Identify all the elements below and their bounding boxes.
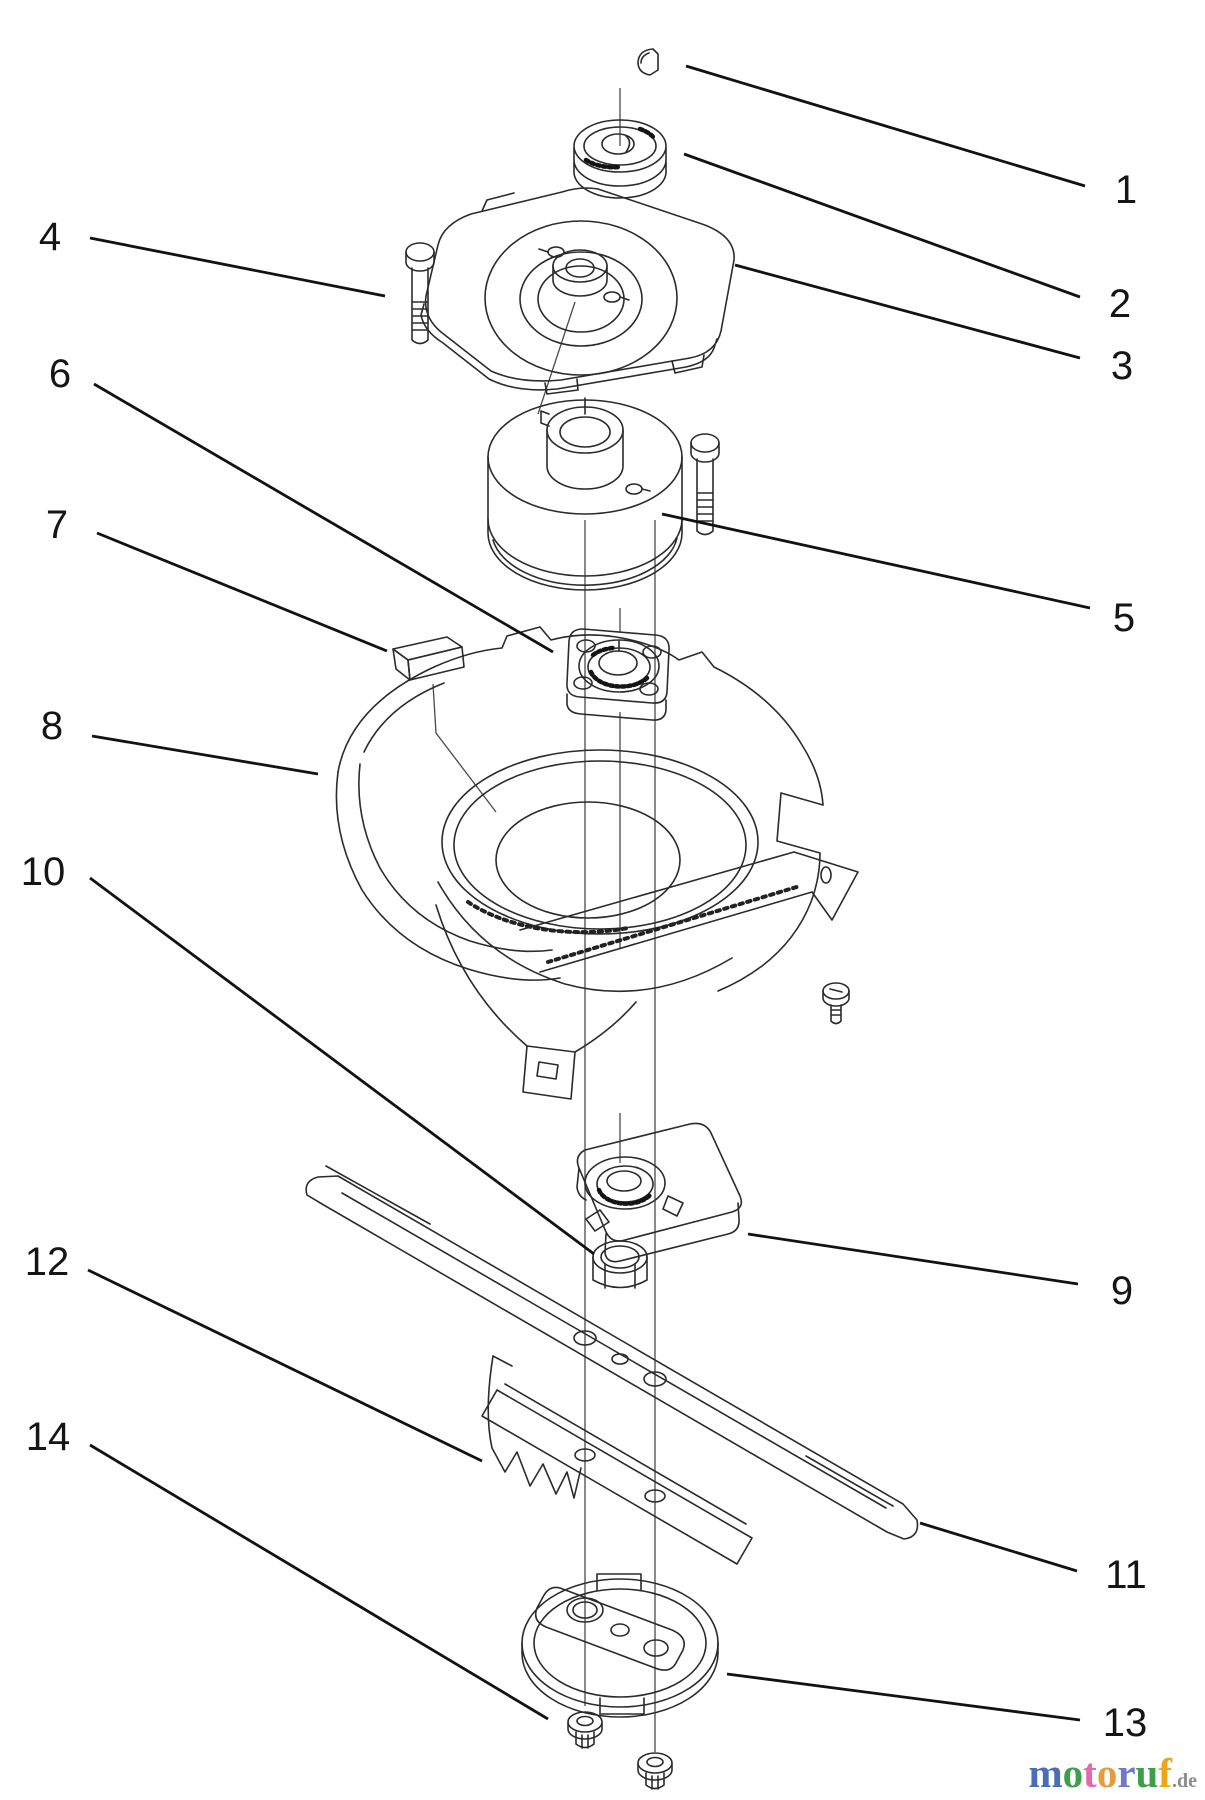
hex-nut [592,1240,648,1289]
callout-number-9: 9 [1110,1269,1134,1313]
ball-bearing [573,119,667,199]
leader-line-blade-driver [747,1232,1079,1286]
brake-housing [335,626,859,1100]
callout-number-6: 6 [48,352,72,396]
flange-bolt-left [567,1711,603,1749]
leader-line-mounting-bolt [89,236,386,298]
leader-line-ball-bearing [683,152,1081,299]
callout-number-14: 14 [25,1415,71,1459]
leader-line-pulley [661,512,1091,610]
callout-number-10: 10 [20,850,66,894]
blade-stiffener [481,1355,753,1565]
callout-number-11: 11 [1105,1553,1147,1597]
logo-letter: o [1062,1750,1084,1796]
callout-number-2: 2 [1108,282,1132,326]
logo-letter: m [1028,1750,1063,1796]
brake-cup [521,1573,719,1718]
callout-number-13: 13 [1102,1701,1148,1745]
logo-letter: o [1096,1750,1118,1796]
woodruff-key [637,48,659,76]
logo-letter: t [1083,1750,1097,1796]
leader-line-spindle-plate [734,263,1081,360]
flange-bearing-upper [566,628,670,721]
callout-number-5: 5 [1112,596,1136,640]
blade-driver [576,1122,743,1263]
leader-line-hex-nut [89,876,595,1256]
blade [305,1165,919,1540]
callout-number-7: 7 [45,503,69,547]
housing-screw [822,982,850,1025]
leader-line-woodruff-key [685,64,1086,188]
motoruf-logo: motoruf.de [1029,1753,1197,1794]
callout-number-8: 8 [40,704,64,748]
leader-line-drive-key [96,531,388,653]
logo-letter: r [1117,1750,1136,1796]
logo-letter: u [1135,1750,1159,1796]
mounting-bolt-left [405,242,435,345]
logo-letter: f [1158,1750,1172,1796]
leader-line-brake-housing [91,734,319,776]
flange-bolt-right [637,1752,673,1790]
callout-number-4: 4 [38,215,62,259]
callout-number-12: 12 [24,1240,70,1284]
leader-line-blade [919,1521,1078,1573]
pulley [487,397,683,591]
assembly-axis-lines [432,88,656,1752]
leader-line-brake-cup [726,1672,1081,1722]
leader-line-flange-bolt [89,1443,549,1721]
logo-word: motoruf [1029,1750,1172,1796]
logo-suffix: .de [1172,1770,1197,1792]
spindle-plate [420,187,735,395]
callout-leader-lines [87,64,1091,1722]
mounting-bolt-right [690,433,720,536]
callout-number-1: 1 [1114,168,1138,212]
leader-line-blade-stiffener [87,1268,483,1463]
callout-number-3: 3 [1110,344,1134,388]
leader-line-flange-bearing-upper [93,382,554,654]
